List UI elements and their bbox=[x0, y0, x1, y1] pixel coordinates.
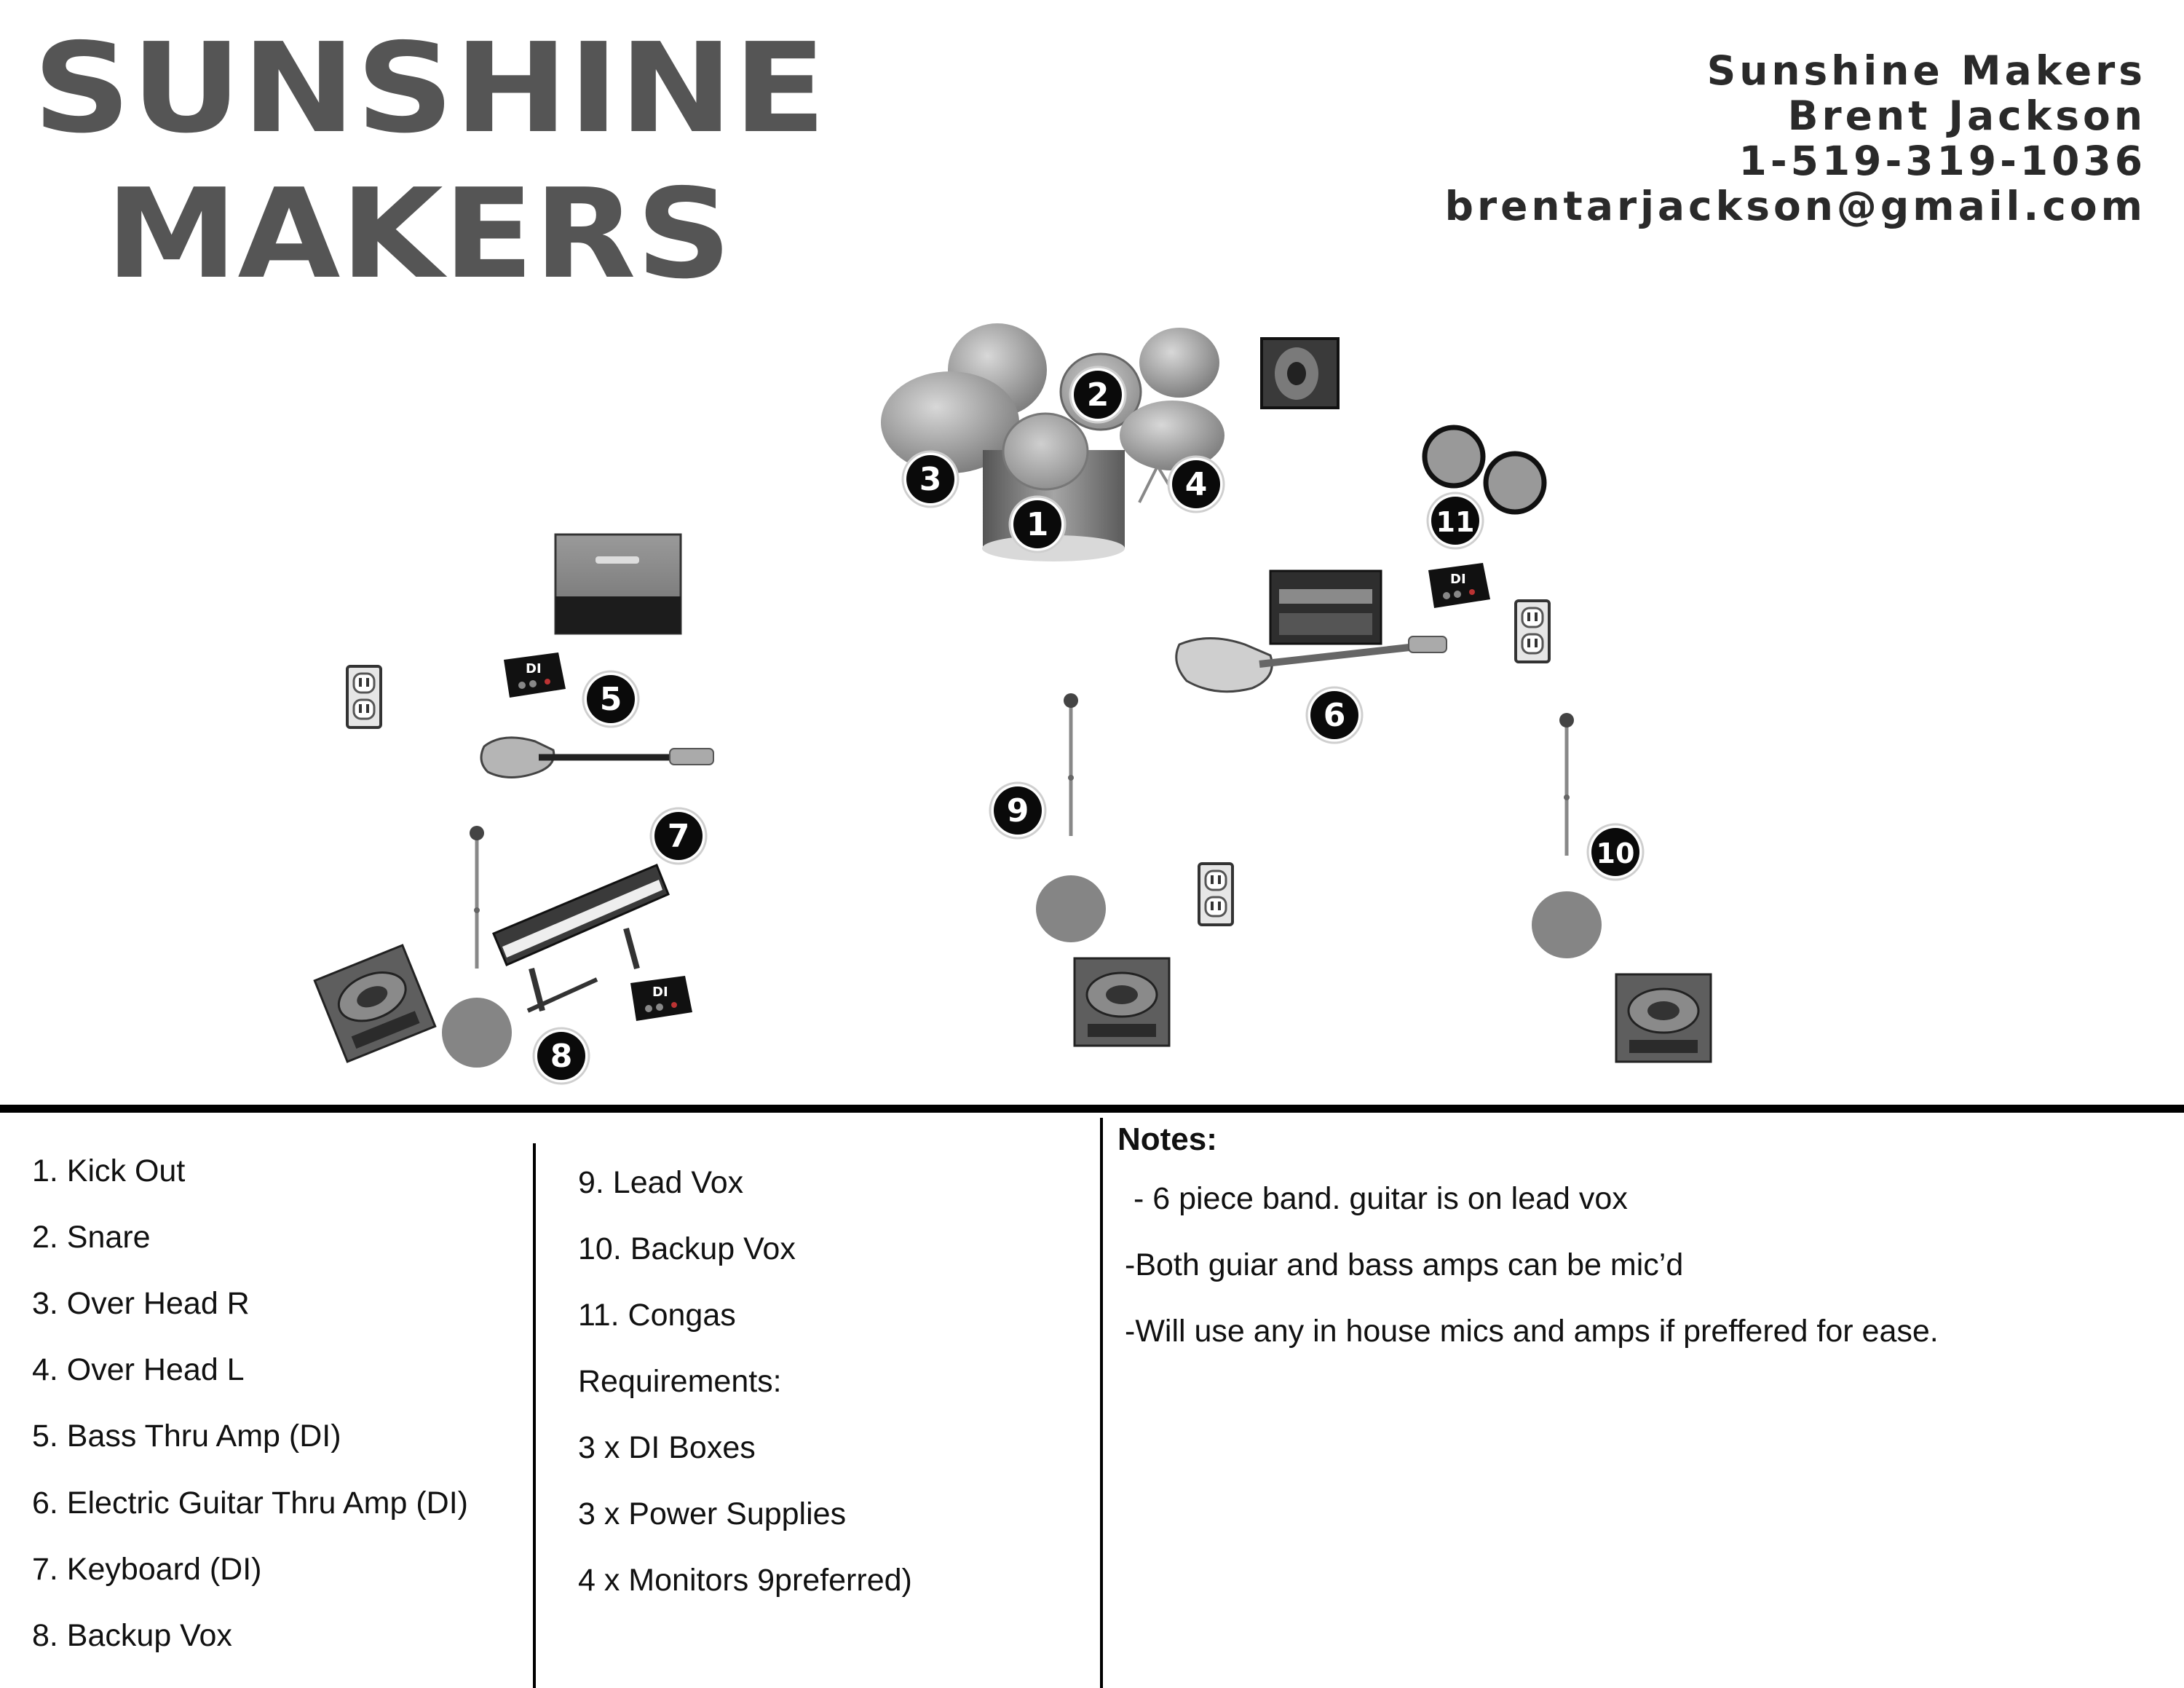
stage-marker-label: 9 bbox=[1007, 792, 1029, 829]
stage-marker-4: 4 bbox=[1167, 455, 1225, 513]
input-item: 5. Bass Thru Amp (DI) bbox=[32, 1419, 341, 1454]
power-outlet-1 bbox=[346, 665, 382, 729]
bass-guitar bbox=[480, 736, 714, 778]
stage-marker-6: 6 bbox=[1305, 686, 1364, 744]
stage-marker-label: 5 bbox=[600, 681, 622, 718]
drum-monitor bbox=[1260, 337, 1340, 409]
stage-marker-3: 3 bbox=[901, 450, 960, 508]
bass-amp bbox=[554, 533, 682, 635]
contact-band: Sunshine Makers bbox=[1706, 47, 2146, 94]
input-item: 2. Snare bbox=[32, 1220, 151, 1255]
stage-marker-label: 4 bbox=[1185, 466, 1208, 503]
monitor-center bbox=[1073, 957, 1171, 1047]
power-outlet-2 bbox=[1514, 599, 1551, 663]
monitor-left bbox=[313, 944, 437, 1063]
input-item: 10. Backup Vox bbox=[578, 1231, 796, 1266]
note-item: - 6 piece band. guitar is on lead vox bbox=[1125, 1181, 1628, 1216]
stage-marker-2: 2 bbox=[1069, 366, 1127, 424]
stage-marker-label: 8 bbox=[550, 1038, 573, 1075]
power-outlet-3 bbox=[1198, 862, 1234, 926]
logo-line-1: SUNSHINE bbox=[33, 17, 826, 161]
note-item: -Both guiar and bass amps can be mic’d bbox=[1125, 1247, 1684, 1282]
section-divider bbox=[0, 1105, 2184, 1113]
keyboard bbox=[492, 864, 670, 1013]
conga-left bbox=[1422, 425, 1486, 489]
stage-marker-label: 11 bbox=[1436, 506, 1475, 538]
stage-marker-5: 5 bbox=[582, 670, 640, 728]
stage-marker-label: 1 bbox=[1026, 506, 1049, 543]
electric-guitar bbox=[1175, 636, 1447, 693]
cymbal-back-right bbox=[1139, 328, 1219, 398]
stage-marker-10: 10 bbox=[1586, 823, 1645, 881]
contact-email: brentarjackson@gmail.com bbox=[1444, 183, 2146, 229]
di-box-keys bbox=[630, 976, 692, 1021]
stage-marker-label: 2 bbox=[1087, 376, 1109, 414]
contact-block: Sunshine Makers Brent Jackson 1-519-319-… bbox=[1445, 48, 2146, 229]
input-item: 11. Congas bbox=[578, 1298, 736, 1333]
stage-marker-7: 7 bbox=[649, 807, 708, 865]
requirement-item: 4 x Monitors 9preferred) bbox=[578, 1563, 912, 1598]
contact-phone: 1-519-319-1036 bbox=[1738, 138, 2146, 184]
stage-marker-11: 11 bbox=[1426, 492, 1484, 550]
input-item: 6. Electric Guitar Thru Amp (DI) bbox=[32, 1486, 468, 1521]
requirements-heading: Requirements: bbox=[578, 1364, 782, 1399]
mic-stand-8 bbox=[442, 826, 512, 1068]
band-logo: SUNSHINE MAKERS bbox=[33, 17, 826, 291]
notes-title: Notes: bbox=[1117, 1121, 1217, 1157]
monitor-right bbox=[1615, 973, 1712, 1063]
stage-plot: DI bbox=[313, 323, 1712, 1085]
mic-stand-10 bbox=[1532, 713, 1602, 958]
column-divider-1 bbox=[533, 1143, 536, 1688]
input-item: 1. Kick Out bbox=[32, 1153, 186, 1188]
contact-name: Brent Jackson bbox=[1787, 92, 2146, 139]
stage-marker-label: 7 bbox=[668, 818, 690, 855]
overhead-cymbal-left bbox=[1120, 401, 1224, 470]
guitar-amp bbox=[1269, 569, 1382, 645]
input-item: 4. Over Head L bbox=[32, 1352, 245, 1387]
stage-marker-label: 10 bbox=[1597, 837, 1635, 869]
column-divider-2 bbox=[1100, 1118, 1103, 1688]
stage-marker-label: 6 bbox=[1324, 697, 1346, 734]
stage-marker-1: 1 bbox=[1008, 495, 1067, 553]
input-item: 3. Over Head R bbox=[32, 1286, 250, 1321]
di-box-guitar bbox=[1428, 563, 1490, 608]
snare-drum bbox=[1002, 412, 1089, 491]
stage-marker-label: 3 bbox=[919, 461, 942, 498]
stage-marker-9: 9 bbox=[989, 781, 1047, 840]
di-box-bass bbox=[504, 652, 566, 698]
overhead-cymbal-right bbox=[881, 371, 1019, 473]
stage-marker-8: 8 bbox=[532, 1027, 590, 1085]
logo-line-2: MAKERS bbox=[106, 162, 732, 291]
input-item: 7. Keyboard (DI) bbox=[32, 1552, 262, 1587]
conga-right bbox=[1483, 451, 1547, 515]
input-item: 9. Lead Vox bbox=[578, 1165, 744, 1200]
note-item: -Will use any in house mics and amps if … bbox=[1125, 1314, 1939, 1349]
requirement-item: 3 x DI Boxes bbox=[578, 1430, 756, 1465]
requirement-item: 3 x Power Supplies bbox=[578, 1496, 847, 1531]
input-item: 8. Backup Vox bbox=[32, 1618, 232, 1653]
mic-stand-9 bbox=[1036, 693, 1106, 942]
